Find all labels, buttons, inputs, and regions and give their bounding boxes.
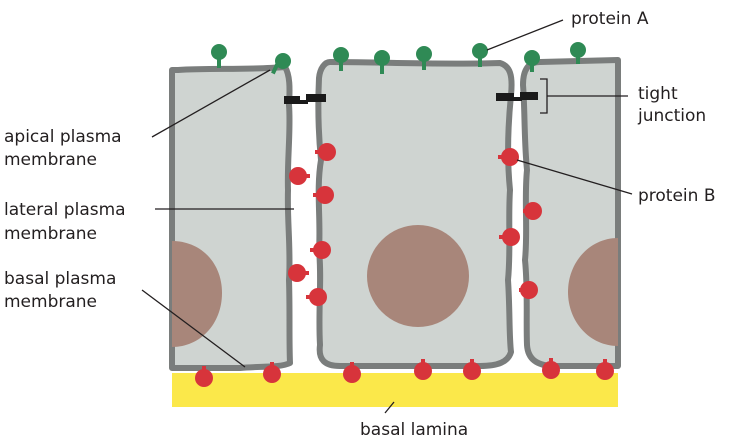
nucleus-center bbox=[367, 225, 469, 327]
leader-lines bbox=[141, 19, 633, 414]
protein-a bbox=[472, 43, 488, 67]
protein-a bbox=[333, 47, 349, 71]
label-basal-membrane-line2: membrane bbox=[4, 292, 97, 312]
leader-apical-membrane bbox=[151, 69, 271, 138]
protein-b bbox=[463, 359, 481, 380]
protein-b bbox=[288, 264, 309, 282]
protein-b bbox=[289, 167, 310, 185]
protein-b bbox=[523, 202, 542, 220]
basal-lamina bbox=[172, 373, 618, 407]
protein-b bbox=[414, 359, 432, 380]
protein-b bbox=[306, 288, 327, 306]
protein-b bbox=[499, 228, 520, 246]
protein-b bbox=[542, 358, 560, 379]
label-tight-junction-line2: junction bbox=[637, 106, 706, 126]
label-protein-a: protein A bbox=[571, 9, 649, 29]
protein-b bbox=[343, 362, 361, 383]
leader-basal-lamina bbox=[384, 401, 395, 414]
protein-a bbox=[524, 50, 540, 72]
protein-a bbox=[211, 44, 227, 68]
protein-b bbox=[313, 186, 334, 204]
nucleus-right bbox=[568, 238, 618, 346]
label-protein-b: protein B bbox=[638, 186, 716, 206]
protein-b-group bbox=[195, 143, 614, 387]
protein-b bbox=[310, 241, 331, 259]
label-apical-membrane-line1: apical plasma bbox=[4, 127, 122, 147]
protein-a bbox=[416, 46, 432, 70]
label-lateral-membrane: lateral plasma membrane bbox=[4, 200, 131, 244]
protein-a bbox=[570, 42, 586, 64]
cell-center bbox=[315, 59, 515, 369]
label-lateral-membrane-line2: membrane bbox=[4, 224, 97, 244]
label-basal-membrane: basal plasma membrane bbox=[4, 269, 122, 312]
label-apical-membrane: apical plasma membrane bbox=[4, 127, 127, 170]
leader-protein-a bbox=[486, 19, 564, 51]
cell-left bbox=[169, 64, 293, 371]
label-tight-junction-line1: tight bbox=[638, 84, 678, 104]
label-basal-membrane-line1: basal plasma bbox=[4, 269, 116, 289]
protein-b bbox=[315, 143, 336, 161]
protein-b bbox=[195, 366, 213, 387]
label-tight-junction: tight junction bbox=[637, 84, 706, 126]
protein-b bbox=[498, 148, 519, 166]
protein-a bbox=[271, 53, 291, 75]
nucleus-left bbox=[172, 241, 222, 347]
leader-basal-membrane bbox=[141, 289, 246, 368]
tight-junction-left bbox=[284, 94, 326, 104]
protein-b bbox=[596, 359, 614, 380]
protein-a-group bbox=[211, 42, 586, 75]
label-apical-membrane-line2: membrane bbox=[4, 150, 97, 170]
leader-protein-b bbox=[516, 159, 633, 195]
protein-a bbox=[374, 50, 390, 74]
label-basal-lamina: basal lamina bbox=[360, 420, 468, 440]
protein-b bbox=[519, 281, 538, 299]
label-lateral-membrane-line1: lateral plasma bbox=[4, 200, 126, 220]
protein-b bbox=[263, 362, 281, 383]
cell-right bbox=[520, 57, 621, 369]
tight-junction-right bbox=[496, 92, 538, 101]
